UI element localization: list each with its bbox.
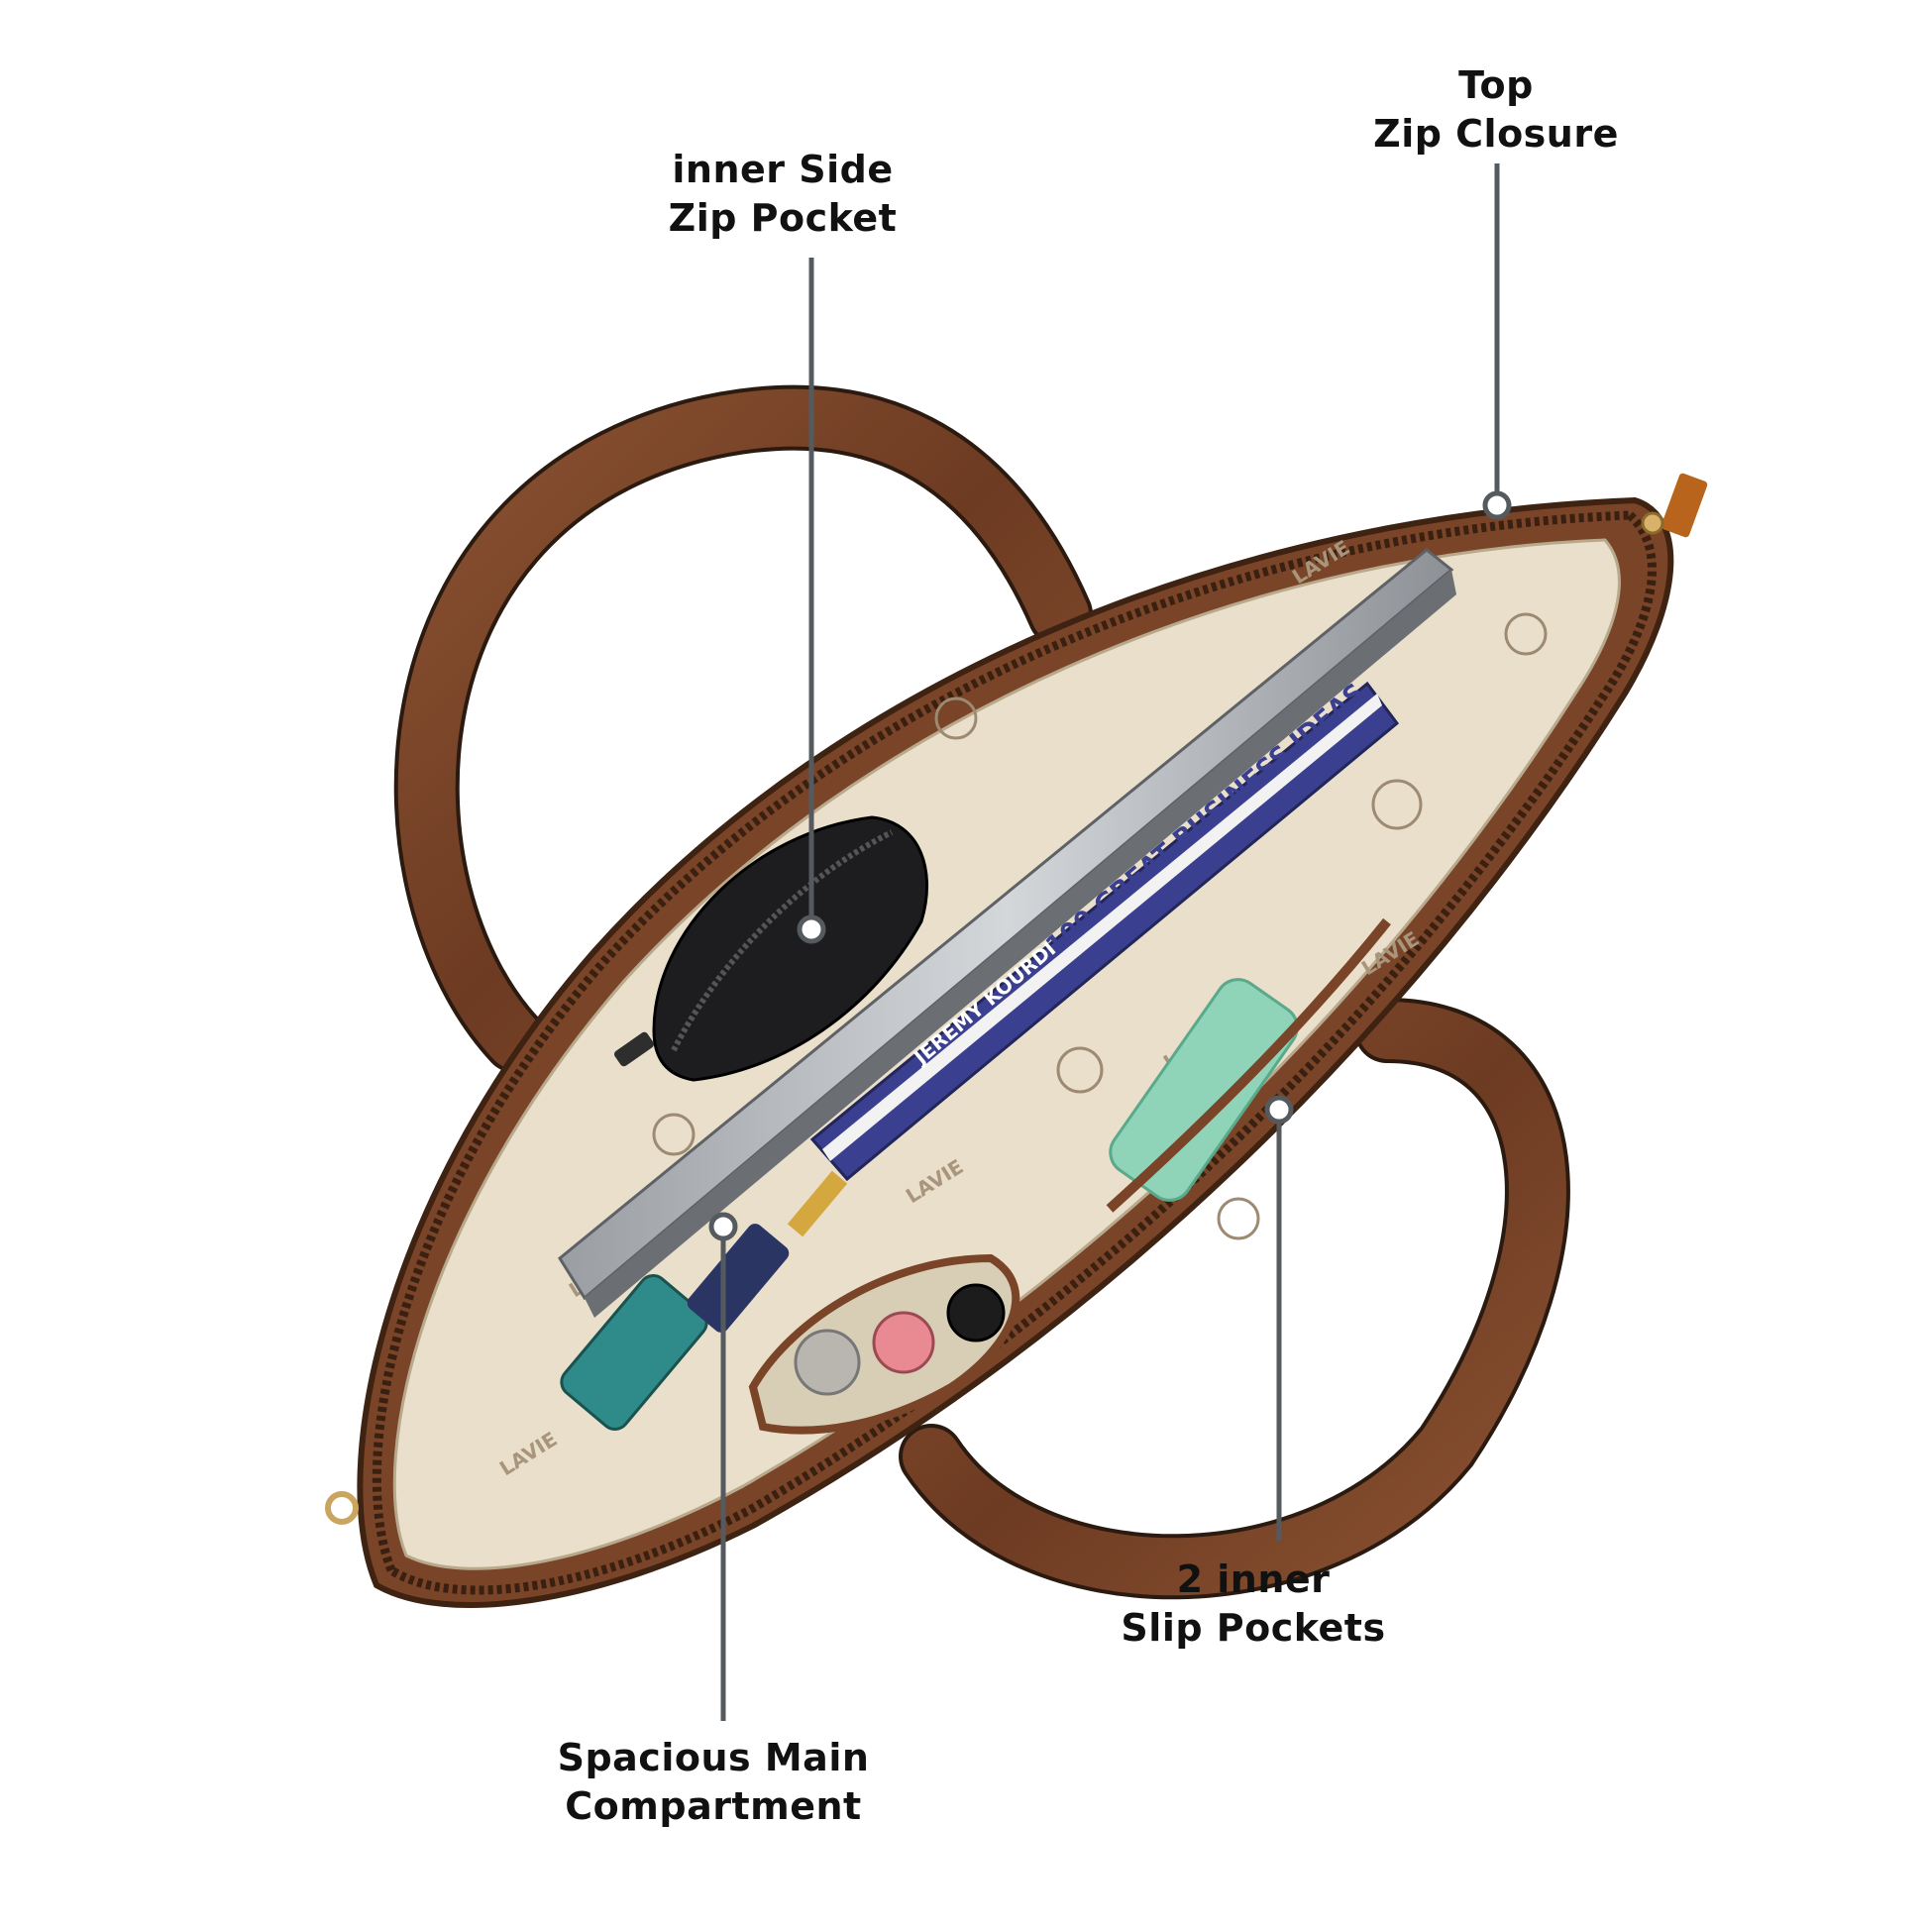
main-compartment-label: Spacious Main Compartment [535,1734,892,1831]
side-pocket-callout-dot [797,914,826,944]
inner-side-zip-pocket-label: inner Side Zip Pocket [634,146,931,243]
slip-pocket-callout-dot [1264,1095,1294,1125]
callout-lines [708,163,1512,1721]
top-zip-track [372,510,1631,1572]
top-zip-callout-dot [1482,490,1512,520]
perfume-bottle [560,1170,848,1431]
slip-pockets-label-line2: Slip Pockets [1121,1606,1386,1650]
main-compartment-label-line1: Spacious Main [557,1736,870,1779]
top-zip-closure-label: Top Zip Closure [1347,61,1645,159]
slip-pockets-label-line1: 2 inner [1176,1557,1331,1601]
main-compartment-callout-dot [708,1212,738,1241]
top-zip-label-line1: Top [1458,63,1534,107]
side-pocket-label-line1: inner Side [672,148,894,191]
zipper-pull [1641,473,1708,538]
main-compartment-label-line2: Compartment [565,1784,862,1828]
inner-side-zip-pocket [614,815,929,1082]
top-zip-label-line2: Zip Closure [1373,112,1619,156]
slip-pocket-edge [1106,917,1391,1213]
inner-slip-pockets-label: 2 inner Slip Pockets [1105,1556,1402,1653]
side-ring [325,1491,359,1525]
side-pocket-label-line2: Zip Pocket [668,196,898,240]
front-slip-pocket [748,1253,1020,1435]
